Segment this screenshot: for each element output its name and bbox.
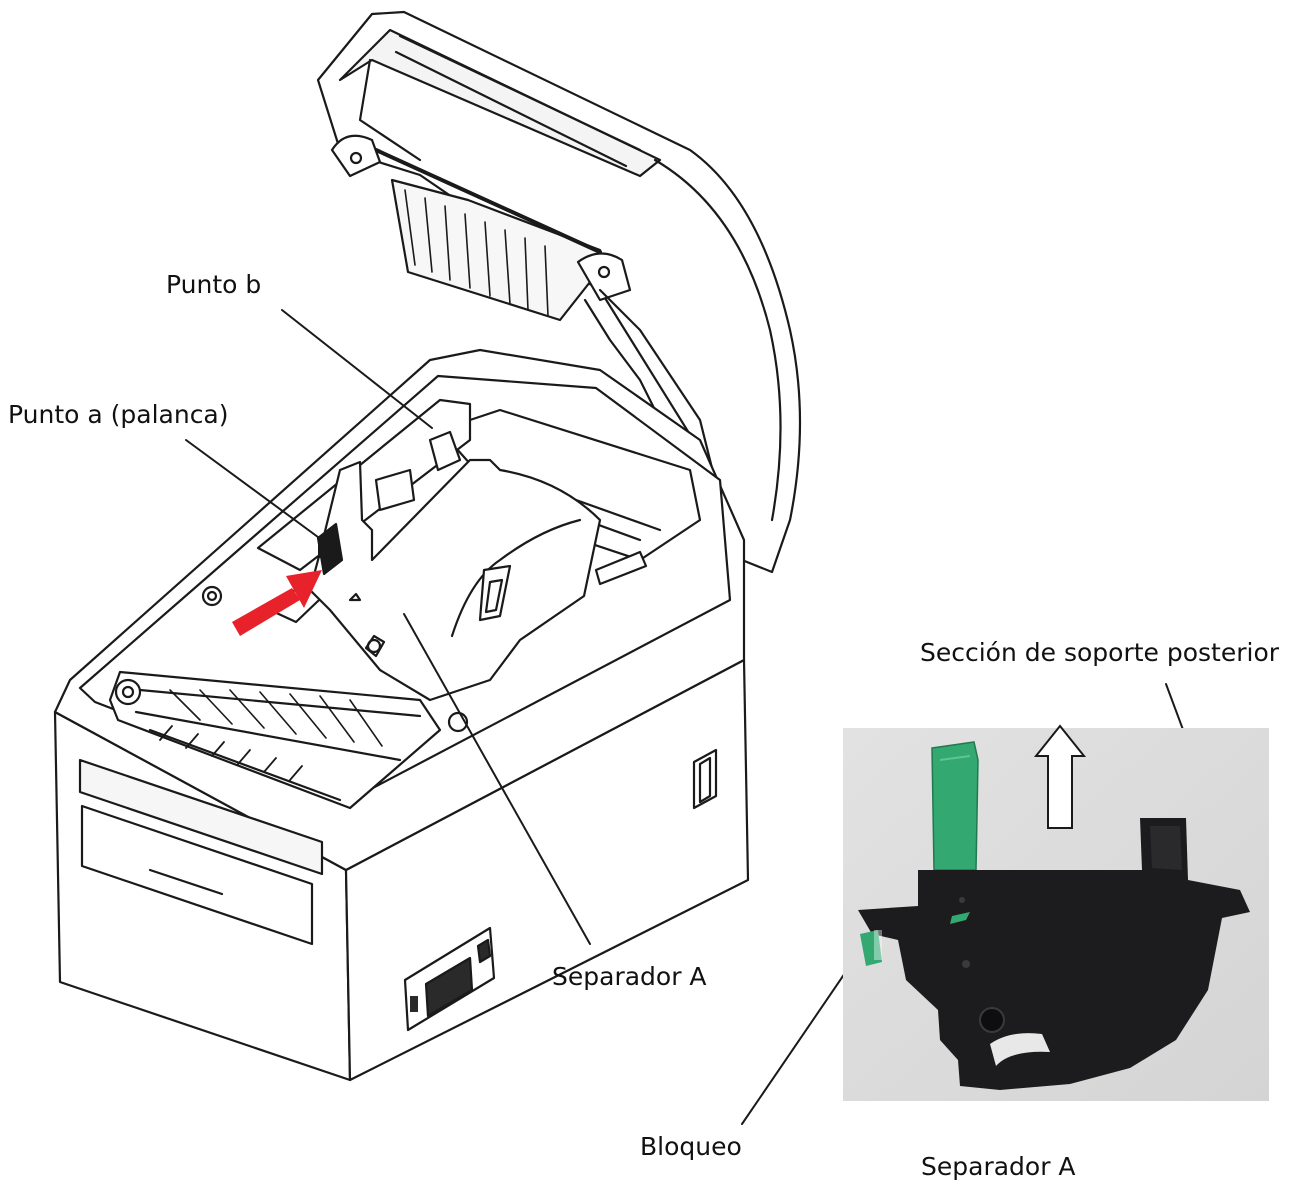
up-arrow-icon: [1033, 724, 1087, 829]
label-separador-a-photo: Separador A: [921, 1152, 1076, 1181]
separador-a-photo: [843, 724, 1269, 1101]
label-seccion-soporte-posterior: Sección de soporte posterior: [920, 638, 1280, 667]
label-punto-b: Punto b: [166, 270, 262, 299]
red-arrow: [232, 570, 322, 636]
label-bloqueo: Bloqueo: [640, 1132, 742, 1161]
green-tab: [931, 741, 979, 871]
leader-separador-main: [403, 613, 591, 945]
printer-open-lid: [316, 10, 802, 574]
green-lock: [860, 930, 882, 966]
leader-punto-b: [281, 309, 433, 429]
black-part: [858, 818, 1250, 1090]
label-separador-a-drawing: Separador A: [552, 962, 707, 991]
leader-bloqueo: [741, 953, 859, 1125]
leader-punto-a: [185, 439, 323, 541]
separador-a-drawing: [308, 430, 648, 702]
label-punto-a-palanca: Punto a (palanca): [8, 400, 229, 429]
printer-interior: [108, 398, 702, 810]
leader-lines: [185, 309, 1243, 1125]
printer-illustration: [53, 10, 802, 1082]
